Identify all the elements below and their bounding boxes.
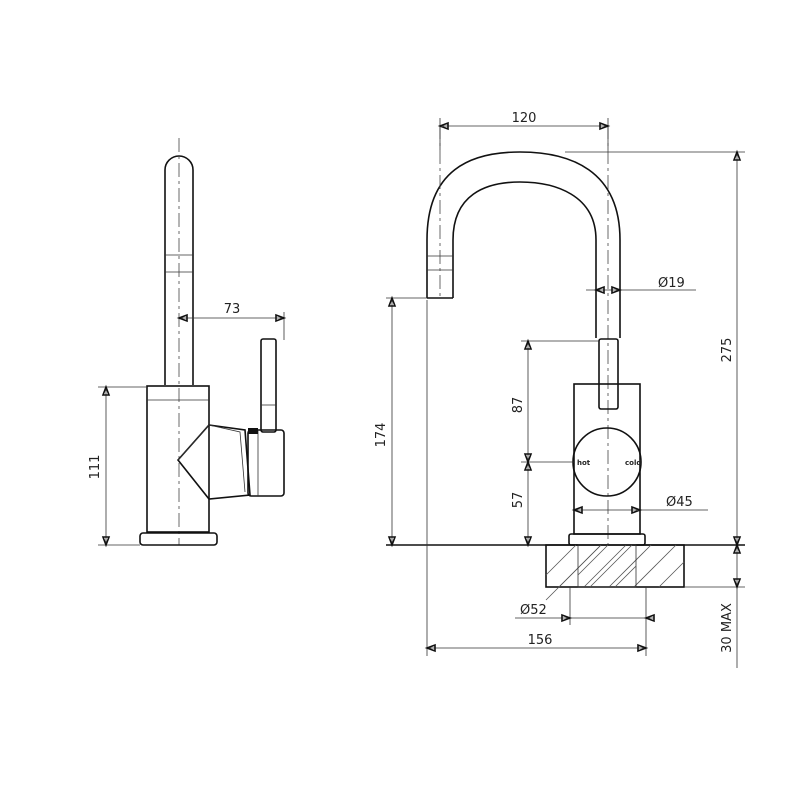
dim-overall-height: 275 — [720, 338, 735, 363]
dim-side-reach: 73 — [224, 302, 241, 317]
bench-section — [545, 544, 685, 601]
dim-overall-depth: 156 — [528, 633, 553, 648]
side-handle-cap — [247, 429, 285, 497]
side-valve-housing — [176, 424, 251, 500]
side-tap-body — [146, 385, 210, 533]
side-lever — [260, 338, 277, 433]
front-base-flange — [568, 533, 646, 546]
front-gooseneck-spout — [426, 151, 621, 338]
dim-body-diameter: Ø45 — [666, 495, 693, 510]
dim-handle-base-height: 57 — [511, 492, 526, 509]
dim-hole-diameter: Ø52 — [520, 603, 547, 618]
dim-spout-diameter: Ø19 — [658, 276, 685, 291]
dim-spout-outlet-height: 174 — [374, 423, 389, 448]
side-view: 73 111 — [88, 138, 287, 548]
dim-handle-height: 87 — [511, 397, 526, 414]
handle-hot-label: hot — [577, 459, 591, 467]
dim-bench-thickness: 30 MAX — [720, 603, 735, 653]
front-view: hot cold 120 Ø19 — [374, 111, 745, 668]
dim-spout-reach: 120 — [512, 111, 537, 126]
front-lever — [598, 338, 619, 410]
handle-cold-label: cold — [625, 459, 641, 467]
dim-side-body-height: 111 — [88, 455, 103, 480]
side-base-flange — [139, 532, 218, 546]
